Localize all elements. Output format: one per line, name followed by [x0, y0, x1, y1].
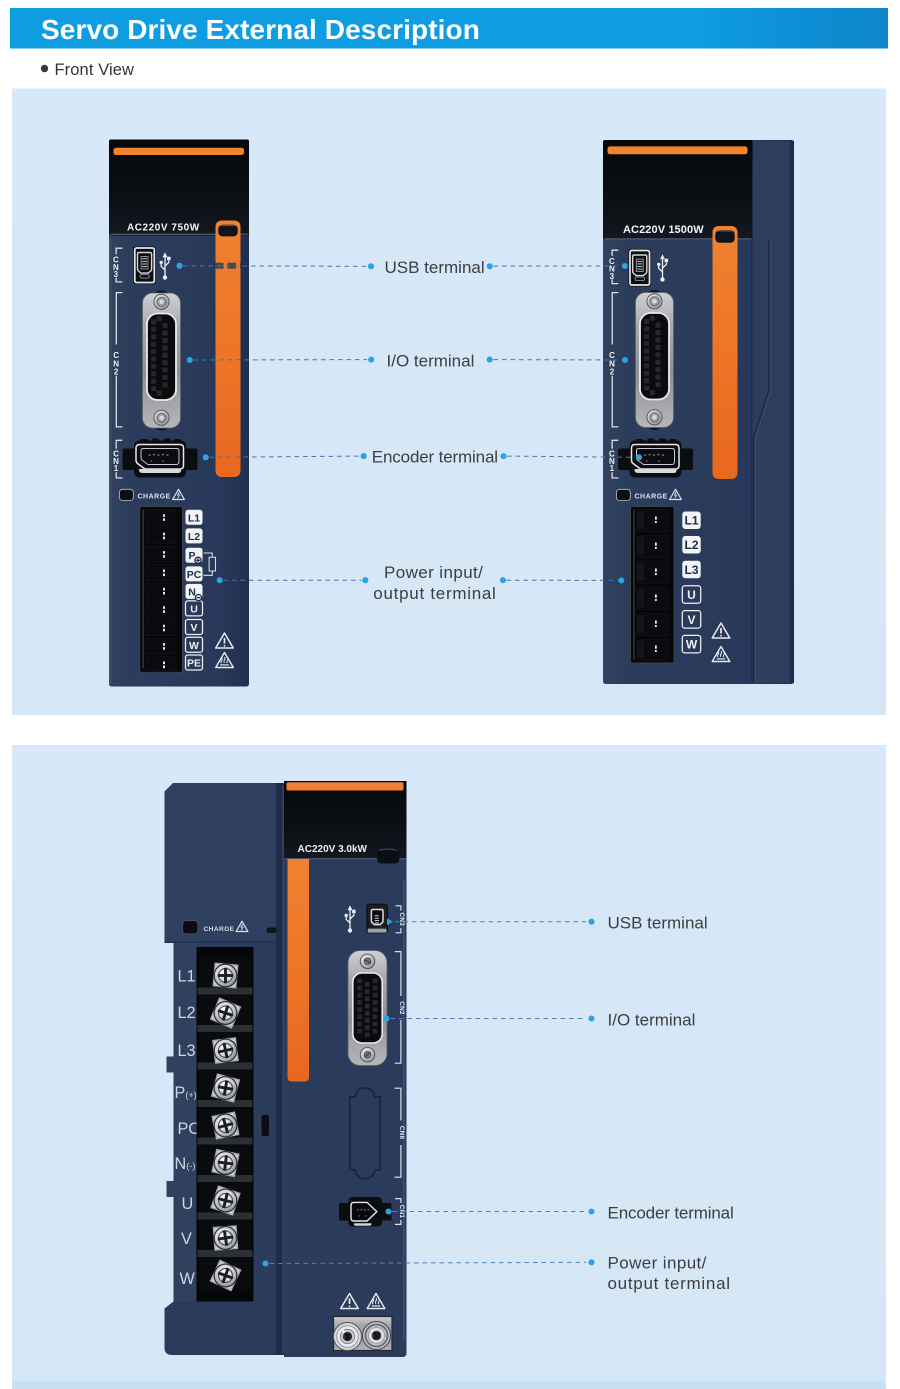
svg-text:3: 3 — [610, 272, 615, 281]
svg-text:Power input/: Power input/ — [608, 1253, 707, 1272]
svg-text:W: W — [189, 640, 199, 652]
svg-text:1: 1 — [114, 464, 119, 473]
svg-text:C: C — [609, 450, 615, 459]
svg-text:L1: L1 — [684, 514, 698, 528]
svg-text:L1: L1 — [178, 968, 196, 986]
svg-text:L2: L2 — [684, 538, 698, 552]
svg-text:CN3: CN3 — [398, 913, 405, 927]
svg-text:PC: PC — [187, 569, 202, 581]
svg-text:L2: L2 — [188, 531, 200, 543]
svg-text:C: C — [609, 257, 615, 266]
svg-text:C: C — [609, 351, 615, 360]
svg-text:W: W — [180, 1270, 196, 1288]
svg-text:N: N — [113, 457, 119, 466]
svg-text:1: 1 — [610, 464, 615, 473]
svg-text:N: N — [609, 359, 615, 368]
svg-text:N: N — [609, 457, 615, 466]
svg-text:U: U — [687, 588, 696, 602]
svg-text:Encoder terminal: Encoder terminal — [372, 447, 498, 466]
svg-text:CHARGE: CHARGE — [138, 493, 171, 500]
svg-text:U: U — [182, 1195, 194, 1213]
svg-text:CHARGE: CHARGE — [204, 926, 235, 933]
svg-text:N: N — [188, 586, 196, 598]
svg-text:U: U — [190, 603, 198, 615]
svg-text:Power input/: Power input/ — [384, 563, 483, 582]
svg-text:I/O terminal: I/O terminal — [387, 351, 475, 370]
svg-text:V: V — [181, 1230, 192, 1248]
svg-text:C: C — [113, 450, 119, 459]
svg-text:C: C — [113, 256, 119, 265]
svg-text:CHARGE: CHARGE — [635, 493, 668, 500]
svg-text:3: 3 — [114, 270, 119, 279]
svg-text:Encoder terminal: Encoder terminal — [608, 1204, 734, 1223]
svg-text:2: 2 — [610, 368, 615, 377]
svg-text:L3: L3 — [178, 1042, 196, 1060]
svg-text:N: N — [113, 359, 119, 368]
svg-text:PC: PC — [178, 1120, 201, 1138]
svg-text:V: V — [190, 622, 197, 634]
svg-text:AC220V 1500W: AC220V 1500W — [623, 224, 704, 236]
svg-text:CN2: CN2 — [398, 1001, 405, 1015]
svg-text:P: P — [188, 550, 195, 562]
svg-text:W: W — [686, 638, 698, 652]
svg-text:N: N — [113, 263, 119, 272]
svg-text:Front View: Front View — [55, 61, 135, 79]
svg-text:CN6: CN6 — [398, 1126, 405, 1140]
svg-text:USB terminal: USB terminal — [608, 914, 708, 933]
svg-text:AC220V 3.0kW: AC220V 3.0kW — [298, 844, 368, 855]
svg-text:Servo Drive External Descripti: Servo Drive External Description — [41, 14, 480, 45]
svg-text:output terminal: output terminal — [608, 1274, 731, 1293]
svg-text:L1: L1 — [188, 512, 200, 524]
svg-text:USB terminal: USB terminal — [385, 258, 485, 277]
svg-text:C: C — [113, 351, 119, 360]
svg-text:N: N — [609, 265, 615, 274]
svg-text:output terminal: output terminal — [373, 584, 496, 603]
svg-text:L3: L3 — [684, 563, 698, 577]
svg-text:AC220V 750W: AC220V 750W — [127, 222, 200, 233]
svg-text:2: 2 — [114, 368, 119, 377]
svg-text:PE: PE — [187, 658, 201, 670]
svg-text:L2: L2 — [178, 1004, 196, 1022]
svg-text:I/O terminal: I/O terminal — [608, 1011, 696, 1030]
svg-text:V: V — [687, 613, 695, 627]
